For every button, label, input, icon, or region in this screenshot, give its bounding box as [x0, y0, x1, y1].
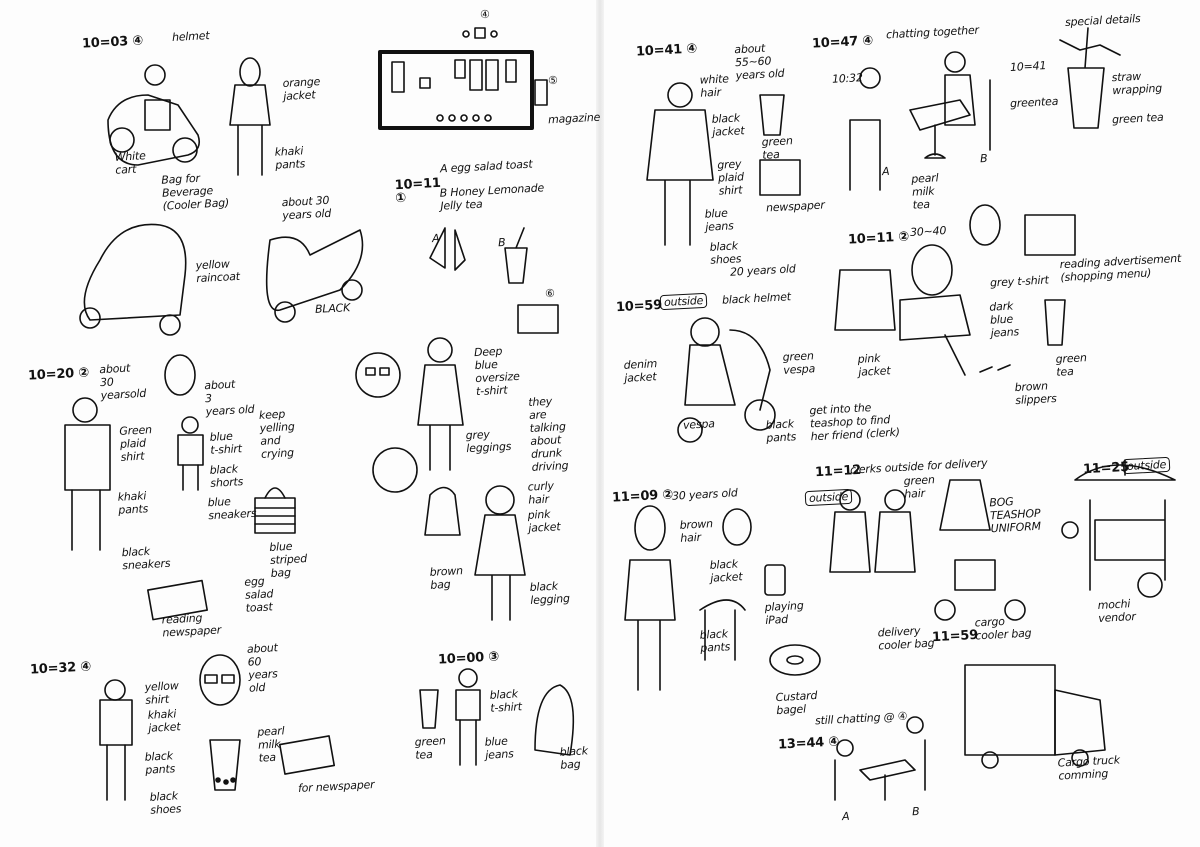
note: A	[431, 231, 440, 246]
note: vespa	[682, 417, 716, 432]
note: yellow shirt	[144, 679, 179, 707]
note: magazine	[547, 110, 601, 127]
note: Bag for Beverage (Cooler Bag)	[161, 171, 230, 213]
note: about 55~60 years old	[734, 41, 785, 83]
note: green tea	[1111, 110, 1164, 127]
note: blue sneakers	[207, 495, 257, 523]
note: B	[911, 804, 920, 819]
note: curly hair	[527, 479, 555, 507]
note: blue jeans	[704, 206, 734, 234]
note: green tea	[414, 734, 446, 762]
note: black jacket	[711, 111, 745, 139]
left-sketchbook-page	[0, 0, 598, 847]
note: black pants	[144, 749, 176, 777]
time-label: 10=03 ④	[81, 33, 144, 52]
note: Cargo truck comming	[1057, 753, 1121, 783]
note: pink jacket	[857, 351, 891, 379]
note: grey leggings	[465, 427, 512, 456]
note: green hair	[903, 473, 935, 501]
note: about 3 years old	[204, 377, 255, 419]
note: mochi vendor	[1097, 597, 1136, 625]
note-helmet: helmet	[171, 29, 210, 44]
note: Green plaid shirt	[119, 423, 153, 464]
note: khaki pants	[274, 144, 306, 172]
note: denim jacket	[623, 357, 658, 385]
note: khaki jacket	[147, 707, 181, 735]
time-label: 10=41 ④	[635, 41, 698, 60]
note: ④	[479, 7, 491, 22]
note: black pants	[765, 417, 797, 445]
note: B Honey Lemonade Jelly tea	[439, 181, 545, 213]
note: white hair	[699, 72, 730, 100]
time-label: 13=44 ④	[777, 734, 840, 753]
note: B	[497, 235, 506, 250]
note: pink jacket	[527, 507, 561, 535]
note: blue t-shirt	[209, 429, 243, 457]
page-fold	[596, 0, 604, 847]
time-label: 10=20 ②	[27, 365, 90, 384]
outside-tag: outside	[659, 292, 708, 311]
note: A	[841, 809, 850, 824]
note: about 60 years old	[246, 641, 279, 695]
note: pearl milk tea	[256, 724, 285, 765]
time-label: 10=11 ②	[847, 229, 910, 248]
note: A	[881, 164, 890, 179]
note: green vespa	[782, 349, 816, 377]
note: BLACK	[314, 301, 351, 316]
note: black bag	[559, 744, 589, 772]
note: black shorts	[209, 462, 244, 490]
outside-tag: outside	[804, 488, 853, 507]
time-label: 10=00 ③	[437, 649, 500, 668]
note: brown bag	[429, 564, 464, 592]
note: about 30 yearsold	[99, 361, 147, 403]
note: pearl milk tea	[910, 171, 939, 212]
note: greentea	[1009, 94, 1059, 111]
time-label: 10=47 ④	[811, 33, 874, 52]
note: black pants	[699, 627, 731, 655]
note: Deep blue oversize t-shirt	[473, 344, 520, 399]
time-label: 10=32 ④	[29, 659, 92, 678]
note: green tea	[761, 134, 793, 162]
time-label: 11=09 ②	[611, 487, 674, 506]
note: black t-shirt	[489, 687, 523, 715]
note: egg salad toast	[243, 574, 274, 615]
note: ⑥	[544, 286, 556, 301]
note: B	[979, 151, 988, 166]
note: 10=41	[1009, 59, 1047, 74]
note: White cart	[114, 149, 146, 177]
time-label: 10=59	[615, 297, 663, 316]
note: blue striped bag	[269, 539, 308, 580]
note: ⑤	[547, 73, 559, 88]
note: get into the teashop to find her friend …	[809, 401, 901, 444]
note: brown hair	[679, 517, 714, 545]
note: yellow raincoat	[195, 257, 241, 286]
note: black shoes	[149, 789, 182, 817]
note: 10:32	[831, 71, 864, 86]
note: reading newspaper	[161, 611, 222, 640]
note: green tea	[1055, 351, 1087, 379]
note: keep yelling and crying	[258, 407, 295, 461]
note: grey plaid shirt	[716, 157, 745, 198]
note: black legging	[529, 579, 571, 608]
time-label: 11=59	[931, 627, 979, 646]
note: orange jacket	[282, 75, 321, 103]
note: black jacket	[709, 557, 743, 585]
note: khaki pants	[117, 489, 149, 517]
time-label: 10=11 ①	[394, 175, 442, 207]
note: BOG TEASHOP UNIFORM	[989, 495, 1042, 536]
note: black shoes	[709, 239, 742, 267]
note: they are talking about drunk driving	[527, 394, 569, 474]
note: black sneakers	[121, 544, 171, 573]
note: Custard bagel	[775, 688, 818, 718]
note: about 30 years old	[281, 193, 332, 223]
note: 30~40	[909, 224, 947, 239]
note: straw wrapping	[1111, 69, 1163, 98]
note: blue jeans	[484, 734, 514, 762]
outside-tag: outside	[1122, 456, 1171, 475]
note: delivery cooler bag	[877, 624, 935, 653]
note: dark blue jeans	[988, 299, 1020, 340]
note: cargo cooler bag	[974, 614, 1032, 643]
note: playing iPad	[764, 598, 804, 628]
note: brown slippers	[1014, 379, 1057, 408]
